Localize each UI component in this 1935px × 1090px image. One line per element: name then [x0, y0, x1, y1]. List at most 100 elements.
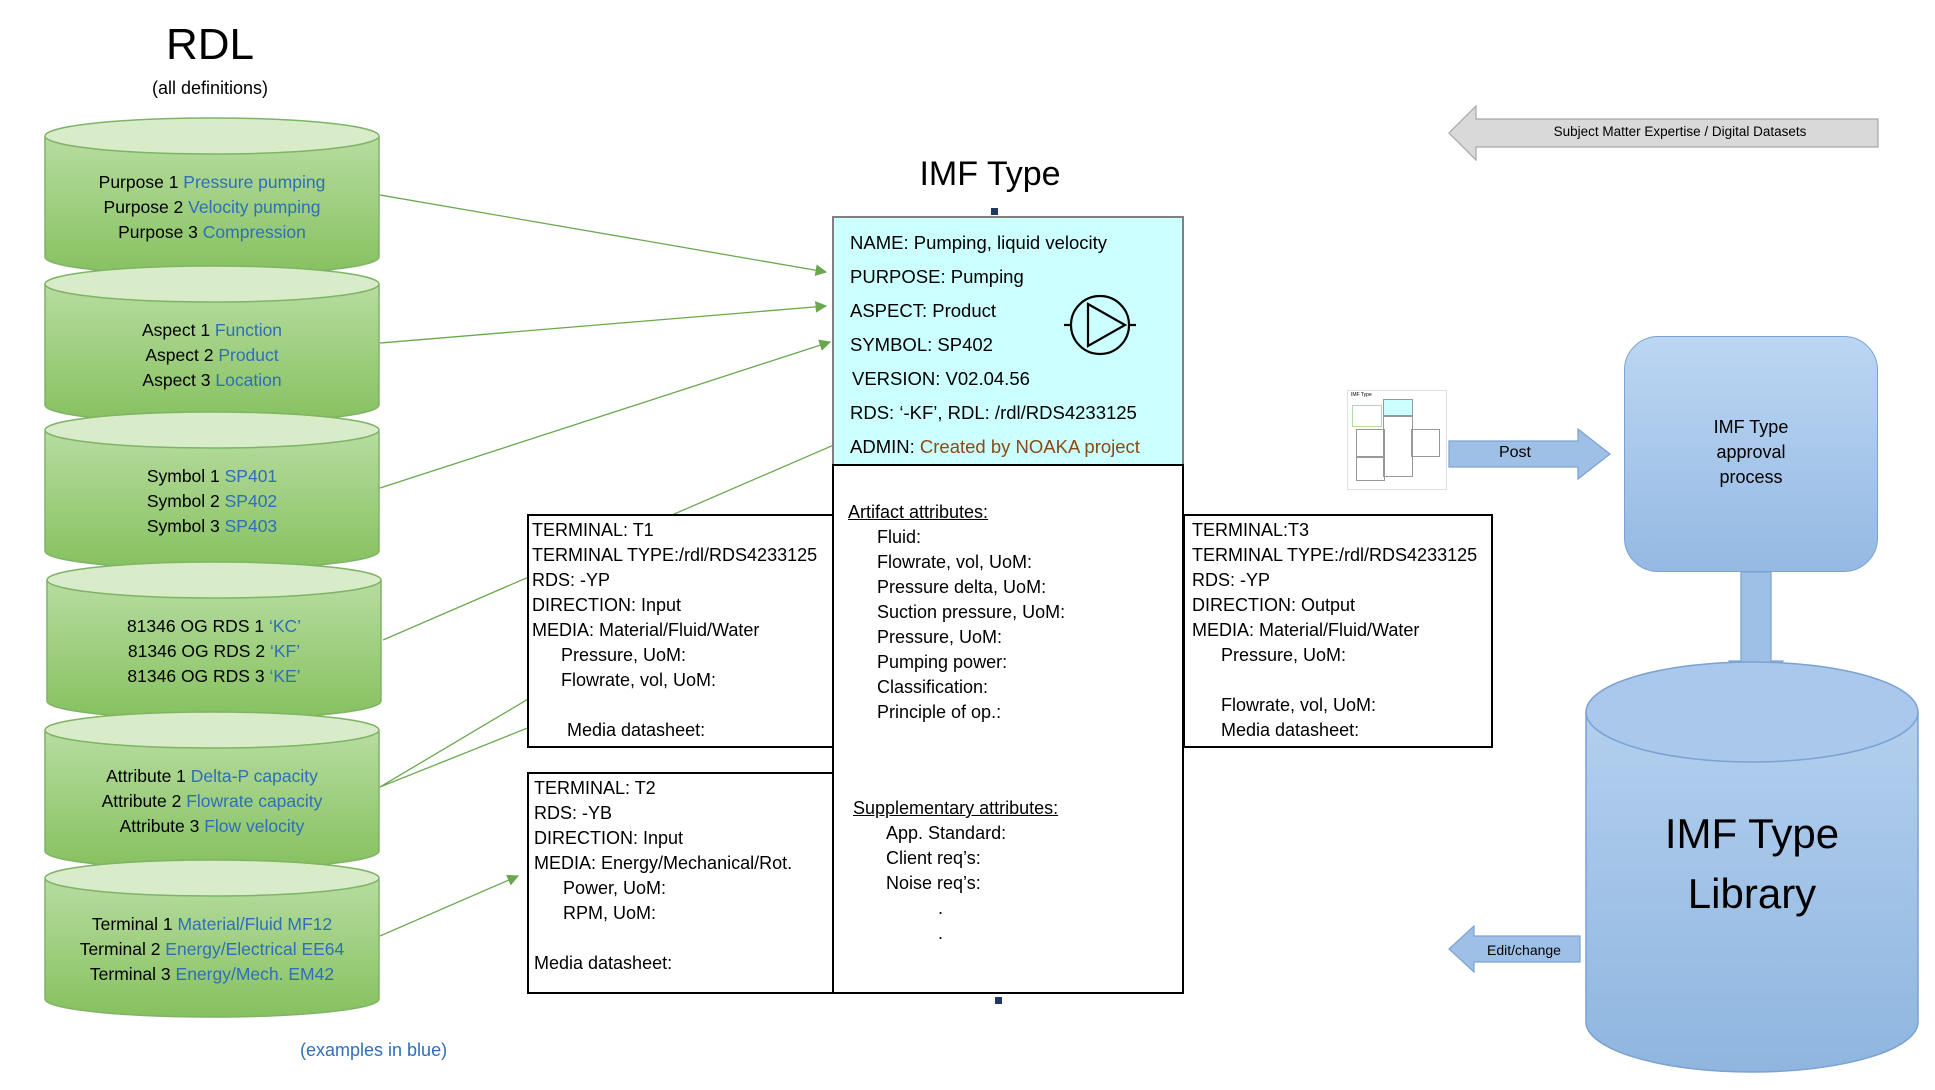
imf-type-thumbnail: IMF Type [1347, 390, 1447, 490]
rdl-item: Attribute 3 Flow velocity [120, 816, 305, 836]
rdl-item: 81346 OG RDS 3 ‘KE’ [127, 666, 300, 686]
terminal-t3-pressure: Pressure, UoM: [1221, 645, 1347, 665]
artifact-attribute-item: Classification: [877, 677, 989, 697]
connector-arrow-7 [379, 874, 520, 937]
connector-arrow-5 [379, 685, 552, 788]
sme-left-arrow [1448, 105, 1879, 161]
terminal-t1-lines: TERMINAL: T1 TERMINAL TYPE:/rdl/RDS423312… [532, 518, 832, 643]
artifact-attribute-item: Pumping power: [877, 652, 1008, 672]
library-line-2: Library [1687, 870, 1817, 917]
rdl-item-value: SP401 [225, 466, 278, 486]
imf-admin-label: ADMIN: [850, 436, 920, 457]
rdl-footnote: (examples in blue) [300, 1040, 448, 1060]
imf-type-header-box: NAME: Pumping, liquid velocity PURPOSE: … [832, 216, 1184, 466]
terminal-t1-line: TERMINAL TYPE:/rdl/RDS4233125 [532, 545, 818, 565]
supplementary-attribute-item: . [938, 898, 944, 918]
rdl-item-value: Velocity pumping [188, 197, 320, 217]
terminal-t2-indented-line: Power, UoM: [563, 878, 667, 898]
rdl-item-label: Terminal 3 [90, 964, 176, 984]
rdl-item-label: Symbol 3 [147, 516, 225, 536]
edit-change-label: Edit/change [1487, 942, 1561, 958]
pump-symbol-icon [1064, 294, 1136, 356]
supplementary-attribute-item: Noise req’s: [886, 873, 981, 893]
thumbnail-title: IMF Type [1351, 392, 1372, 398]
terminal-t3-flowrate: Flowrate, vol, UoM: [1221, 695, 1377, 715]
rdl-item: 81346 OG RDS 1 ‘KC’ [127, 616, 301, 636]
rdl-item: Terminal 2 Energy/Electrical EE64 [80, 939, 345, 959]
rdl-item-value: SP402 [225, 491, 278, 511]
rdl-item: Purpose 1 Pressure pumping [99, 172, 326, 192]
rdl-item: Aspect 3 Location [142, 370, 281, 390]
terminal-t2-line: TERMINAL: T2 [534, 778, 656, 798]
imf-aspect: ASPECT: Product [850, 300, 997, 321]
rdl-item-value: Energy/Mech. EM42 [176, 964, 335, 984]
rdl-item: Symbol 1 SP401 [147, 466, 277, 486]
artifact-attribute-item: Suction pressure, UoM: [877, 602, 1066, 622]
rdl-item-value: Compression [203, 222, 306, 242]
edit-change-left-arrow [1448, 925, 1581, 973]
rdl-item: Symbol 3 SP403 [147, 516, 277, 536]
imf-version: VERSION: V02.04.56 [852, 368, 1030, 389]
rdl-item-label: Symbol 1 [147, 466, 225, 486]
imf-name: NAME: Pumping, liquid velocity [850, 232, 1108, 253]
rdl-item-label: 81346 OG RDS 1 [127, 616, 269, 636]
supplementary-attribute-item: App. Standard: [886, 823, 1007, 843]
rdl-item: Attribute 2 Flowrate capacity [102, 791, 323, 811]
rdl-item-label: 81346 OG RDS 2 [128, 641, 270, 661]
imf-type-attributes-box: Artifact attributes: Fluid:Flowrate, vol… [832, 464, 1184, 994]
terminal-t1-datasheet: Media datasheet: [567, 720, 706, 740]
approval-line-3: process [1719, 467, 1783, 487]
terminal-t3-line: DIRECTION: Output [1192, 595, 1356, 615]
imf-admin-value: Created by NOAKA project [919, 436, 1140, 457]
rdl-item-value: Material/Fluid MF12 [177, 914, 332, 934]
artifact-attribute-item: Pressure delta, UoM: [877, 577, 1047, 597]
rdl-item-label: Aspect 1 [142, 320, 215, 340]
rdl-item-value: Delta-P capacity [191, 766, 318, 786]
terminal-t1-indented-line: Pressure, UoM: [561, 645, 687, 665]
rdl-item-label: Purpose 2 [104, 197, 189, 217]
rdl-item: Aspect 2 Product [145, 345, 278, 365]
terminal-t2-line: MEDIA: Energy/Mechanical/Rot. [534, 853, 793, 873]
rdl-item-value: ‘KC’ [269, 616, 301, 636]
rdl-item-value: Product [218, 345, 278, 365]
terminal-t1-line: TERMINAL: T1 [532, 520, 654, 540]
supplementary-attribute-item: . [938, 923, 944, 943]
library-line-1: IMF Type [1664, 810, 1840, 857]
artifact-attribute-item: Fluid: [877, 527, 922, 547]
rdl-item: 81346 OG RDS 2 ‘KF’ [128, 641, 300, 661]
artifact-attribute-item: Pressure, UoM: [877, 627, 1003, 647]
rdl-item-value: Flowrate capacity [186, 791, 322, 811]
approval-line-1: IMF Type [1713, 417, 1789, 437]
artifact-attribute-item: Principle of op.: [877, 702, 1002, 722]
rdl-item: Attribute 1 Delta-P capacity [106, 766, 318, 786]
rdl-item-value: Energy/Electrical EE64 [165, 939, 344, 959]
rdl-item: Terminal 3 Energy/Mech. EM42 [90, 964, 334, 984]
terminal-t1-line: DIRECTION: Input [532, 595, 682, 615]
selection-handle-top [991, 208, 998, 215]
rdl-item-value: ‘KE’ [269, 666, 300, 686]
rdl-item-label: Purpose 3 [118, 222, 203, 242]
rdl-item-value: ‘KF’ [270, 641, 300, 661]
terminal-t1-line: RDS: -YP [532, 570, 611, 590]
imf-admin: ADMIN: Created by NOAKA project [850, 430, 1182, 464]
sme-arrow-label: Subject Matter Expertise / Digital Datas… [1553, 124, 1807, 139]
approval-process-box: IMF Type approval process [1624, 336, 1878, 572]
rdl-item-value: Flow velocity [204, 816, 304, 836]
rdl-item-label: Attribute 3 [120, 816, 205, 836]
terminal-t1-indented: Pressure, UoM:Flowrate, vol, UoM: [532, 643, 832, 693]
terminal-t3-line: TERMINAL TYPE:/rdl/RDS4233125 [1192, 545, 1478, 565]
imf-type-library-cylinder [1585, 661, 1919, 1073]
terminal-t1-line: MEDIA: Material/Fluid/Water [532, 620, 760, 640]
imf-symbol: SYMBOL: SP402 [850, 334, 993, 355]
rdl-item-label: Terminal 1 [92, 914, 178, 934]
rdl-item-label: Attribute 2 [102, 791, 187, 811]
rdl-item-label: Purpose 1 [99, 172, 184, 192]
